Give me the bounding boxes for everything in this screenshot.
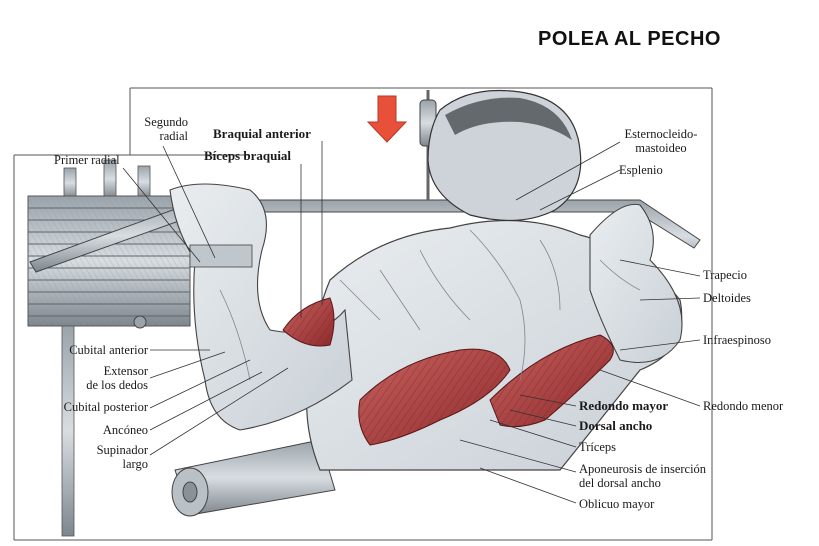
label-redondo-menor: Redondo menor	[703, 399, 784, 413]
label-aponeurosis: Aponeurosis de inserción del dorsal anch…	[579, 462, 707, 490]
label-extensor-dedos: Extensor de los dedos	[86, 364, 148, 392]
label-deltoides: Deltoides	[703, 291, 751, 305]
label-biceps-braquial: Bíceps braquial	[204, 148, 292, 163]
label-supinador-largo: Supinador largo	[96, 443, 148, 471]
label-trapecio: Trapecio	[703, 268, 747, 282]
label-infraespinoso: Infraespinoso	[703, 333, 772, 347]
machine-frame	[13, 87, 713, 541]
label-cubital-anterior: Cubital anterior	[69, 343, 148, 357]
seat-pad	[171, 439, 336, 517]
label-anconeo: Ancóneo	[102, 423, 148, 437]
label-esplenio: Esplenio	[619, 163, 663, 177]
label-cubital-posterior: Cubital posterior	[63, 400, 148, 414]
label-redondo-mayor: Redondo mayor	[579, 398, 669, 413]
label-dorsal-ancho: Dorsal ancho	[579, 418, 653, 433]
label-esternocleidomastoideo: Esternocleido- mastoideo	[624, 127, 698, 155]
label-segundo-radial: Segundo radial	[144, 115, 188, 143]
down-arrow-icon	[366, 95, 408, 143]
label-braquial-anterior: Braquial anterior	[213, 126, 311, 141]
page-title: POLEA AL PECHO	[538, 28, 721, 50]
label-oblicuo-mayor: Oblicuo mayor	[579, 497, 655, 511]
leader-lines	[122, 141, 701, 504]
athlete-body	[169, 89, 683, 471]
label-primer-radial: Primer radial	[54, 153, 120, 167]
label-triceps: Tríceps	[579, 440, 617, 454]
